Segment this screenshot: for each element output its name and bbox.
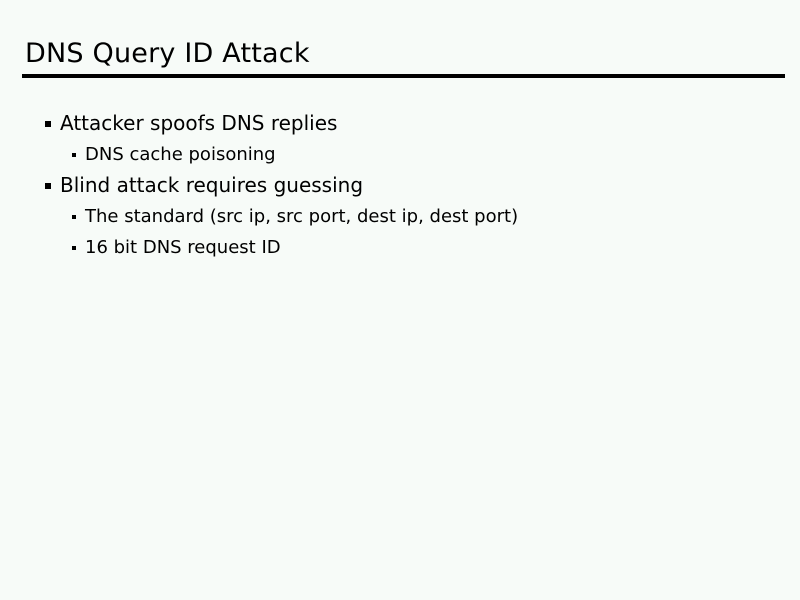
square-bullet-icon (72, 215, 76, 219)
square-bullet-icon (72, 153, 76, 157)
bullet-text: Blind attack requires guessing (60, 173, 364, 197)
bullet-text: Attacker spoofs DNS replies (60, 111, 338, 135)
bullet-text: 16 bit DNS request ID (85, 237, 281, 258)
bullet-text: The standard (src ip, src port, dest ip,… (85, 206, 519, 227)
square-bullet-icon (45, 183, 51, 189)
list-item: 16 bit DNS request ID (0, 232, 800, 263)
slide-bullet-list: Attacker spoofs DNS replies DNS cache po… (0, 108, 800, 263)
square-bullet-icon (45, 121, 51, 127)
title-divider (22, 74, 785, 78)
square-bullet-icon (72, 246, 76, 250)
list-item: The standard (src ip, src port, dest ip,… (0, 201, 800, 232)
list-item: Attacker spoofs DNS replies (0, 108, 800, 139)
list-item: Blind attack requires guessing (0, 170, 800, 201)
page-title: DNS Query ID Attack (25, 38, 310, 69)
list-item: DNS cache poisoning (0, 139, 800, 170)
bullet-text: DNS cache poisoning (85, 144, 276, 165)
